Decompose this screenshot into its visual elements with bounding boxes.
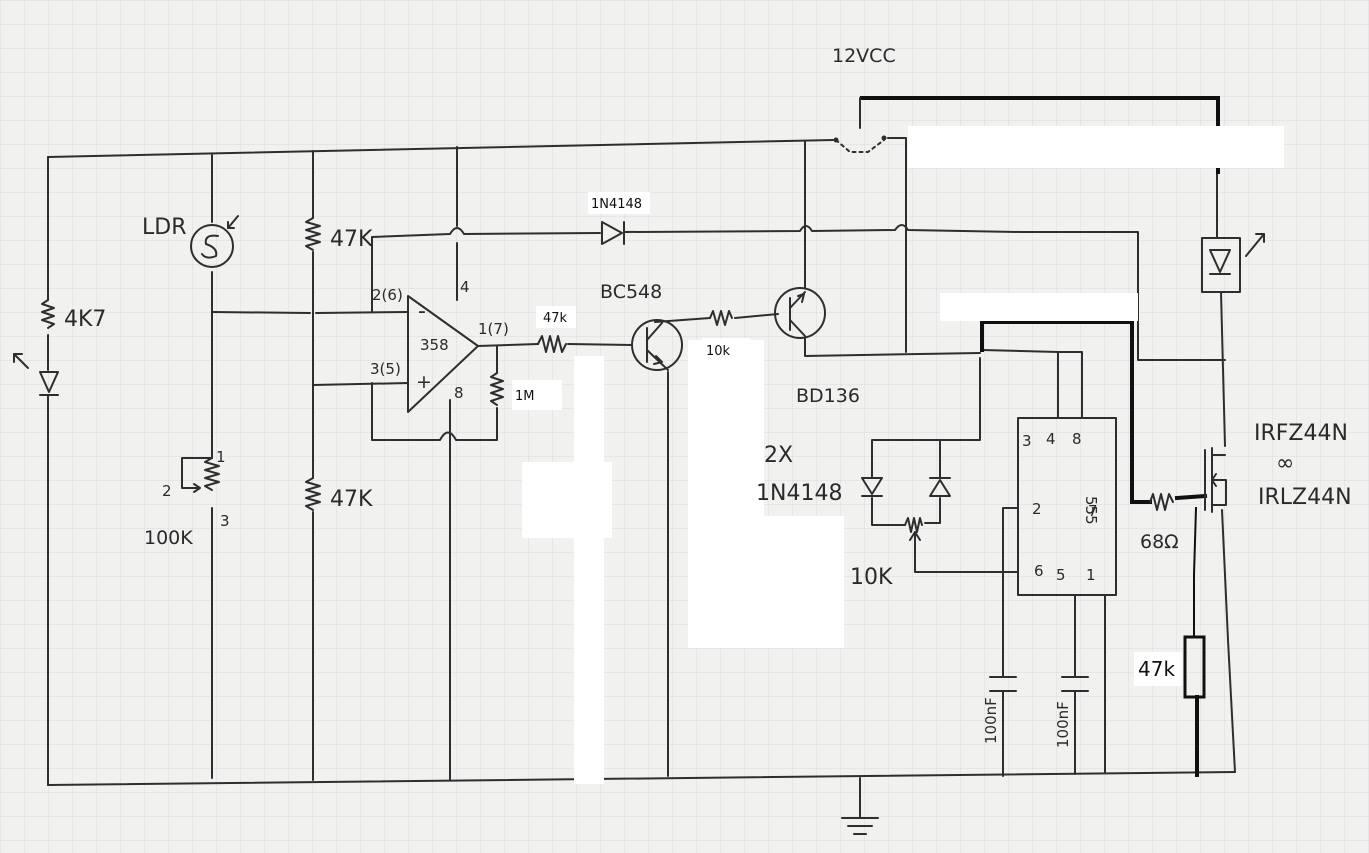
label-mosfet-or: ∞ bbox=[1276, 451, 1294, 476]
ic-pin-4: 4 bbox=[1046, 430, 1056, 448]
ic-pin-7: 7 bbox=[1088, 502, 1098, 520]
transistor-bd136 bbox=[774, 287, 826, 339]
label-opamp-pin-vcc: 4 bbox=[460, 278, 470, 296]
labels: 12VCC LDR 4K7 47K 47K 100K 1 2 3 2(6) 3(… bbox=[64, 45, 1352, 748]
label-bc548: BC548 bbox=[600, 281, 662, 303]
opamp-358 bbox=[407, 295, 479, 413]
led-left bbox=[13, 353, 59, 396]
ic-555 bbox=[1017, 417, 1117, 596]
resistor-10k-base bbox=[709, 310, 733, 326]
resistor-47k-out bbox=[537, 335, 567, 353]
transistor-bc548 bbox=[631, 319, 683, 371]
label-pot-pin2: 2 bbox=[162, 482, 172, 500]
ldr bbox=[190, 215, 239, 268]
resistor-68 bbox=[1149, 493, 1174, 511]
label-10k-base: 10k bbox=[706, 344, 731, 359]
label-opamp-pin-gnd: 8 bbox=[454, 384, 464, 402]
led-right bbox=[1201, 233, 1265, 293]
label-1m: 1M bbox=[515, 389, 535, 404]
label-100k: 100K bbox=[144, 527, 193, 549]
label-opamp-plus: + bbox=[416, 371, 432, 393]
ic-pin-6: 6 bbox=[1034, 562, 1044, 580]
label-2x: 2X bbox=[764, 443, 793, 468]
mosfet bbox=[1204, 447, 1227, 513]
label-ldr: LDR bbox=[142, 215, 186, 240]
capacitor-b bbox=[1061, 676, 1089, 692]
resistor-47k-gate bbox=[1183, 635, 1206, 699]
label-47k-top: 47K bbox=[330, 227, 373, 252]
label-cap-a: 100nF bbox=[982, 697, 1000, 744]
wires bbox=[47, 137, 1236, 835]
power-switch bbox=[833, 97, 887, 153]
ic-pin-5: 5 bbox=[1056, 566, 1066, 584]
ic-pin-2: 2 bbox=[1032, 500, 1042, 518]
label-bd136: BD136 bbox=[796, 385, 860, 407]
label-47k-gate: 47k bbox=[1138, 657, 1175, 681]
ic-pin-8: 8 bbox=[1072, 430, 1082, 448]
label-pot-pin3: 3 bbox=[220, 512, 230, 530]
label-555: 555 bbox=[1082, 496, 1100, 525]
label-cap-b: 100nF bbox=[1054, 701, 1072, 748]
potentiometer-10k bbox=[904, 517, 923, 553]
label-irfz44n: IRFZ44N bbox=[1254, 421, 1348, 446]
label-2x-part: 1N4148 bbox=[756, 481, 842, 506]
ic-pin-1: 1 bbox=[1086, 566, 1096, 584]
label-12vcc: 12VCC bbox=[832, 45, 896, 67]
label-47k-out: 47k bbox=[543, 311, 568, 326]
diode-pair-right bbox=[929, 477, 951, 497]
label-68-ohm: 68Ω bbox=[1140, 531, 1179, 553]
resistor-47k-top bbox=[305, 217, 321, 251]
label-47k-bottom: 47K bbox=[330, 487, 373, 512]
label-pot-pin1: 1 bbox=[216, 448, 226, 466]
capacitor-a bbox=[989, 676, 1017, 692]
diode-1n4148-top bbox=[601, 221, 625, 245]
diode-pair-left bbox=[861, 477, 883, 497]
erased-areas bbox=[512, 126, 1284, 784]
label-4k7: 4K7 bbox=[64, 307, 106, 332]
label-1n4148-top: 1N4148 bbox=[591, 197, 642, 212]
resistor-4k7 bbox=[41, 299, 55, 329]
label-opamp-minus: - bbox=[418, 299, 426, 324]
resistor-1m bbox=[490, 372, 504, 406]
label-opamp-358: 358 bbox=[420, 336, 449, 354]
label-10k-pot: 10K bbox=[850, 565, 893, 590]
ic-pin-3: 3 bbox=[1022, 432, 1032, 450]
potentiometer-100k bbox=[181, 457, 220, 493]
label-opamp-pin-out: 1(7) bbox=[478, 320, 509, 338]
label-opamp-pin-inv: 2(6) bbox=[372, 286, 403, 304]
label-irlz44n: IRLZ44N bbox=[1258, 485, 1352, 510]
resistor-47k-bottom bbox=[305, 477, 321, 511]
label-opamp-pin-noninv: 3(5) bbox=[370, 360, 401, 378]
